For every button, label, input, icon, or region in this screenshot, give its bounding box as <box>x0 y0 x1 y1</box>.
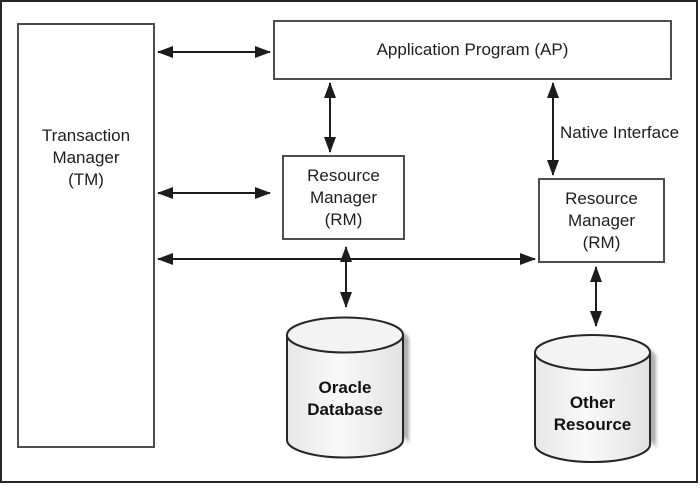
transaction-manager-box: Transaction Manager (TM) <box>17 23 155 448</box>
transaction-manager-line3: (TM) <box>68 170 104 189</box>
resource-manager-left-box: Resource Manager (RM) <box>282 155 405 240</box>
application-program-box: Application Program (AP) <box>273 20 672 80</box>
resource-manager-right-label: Resource Manager (RM) <box>565 188 638 254</box>
other-resource-cylinder-body <box>534 352 651 463</box>
other-resource-line2: Resource <box>553 415 632 434</box>
other-resource-cylinder <box>534 334 656 463</box>
resource-manager-left-line1: Resource <box>307 165 380 185</box>
resource-manager-left-label: Resource Manager (RM) <box>307 165 380 231</box>
resource-manager-left-line2: Manager <box>309 187 378 207</box>
oracle-database-cylinder <box>286 316 409 459</box>
native-interface-label: Native Interface <box>560 123 680 142</box>
resource-manager-right-line3: (RM) <box>582 232 621 252</box>
application-program-label: Application Program (AP) <box>376 40 569 59</box>
oracle-database-label: Oracle Database <box>287 377 403 421</box>
other-resource-cylinder-top <box>534 334 651 371</box>
other-resource-line1: Other <box>569 393 616 412</box>
resource-manager-left-line3: (RM) <box>324 209 363 229</box>
other-resource-label: Other Resource <box>534 392 651 436</box>
oracle-database-cylinder-body <box>286 335 404 459</box>
transaction-manager-line2: Manager <box>52 148 120 167</box>
resource-manager-right-line1: Resource <box>565 188 638 208</box>
oracle-database-cylinder-top <box>286 316 404 354</box>
resource-manager-right-box: Resource Manager (RM) <box>538 178 665 263</box>
transaction-manager-label: Transaction Manager (TM) <box>42 25 130 191</box>
resource-manager-right-line2: Manager <box>567 210 636 230</box>
transaction-manager-line1: Transaction <box>41 126 131 145</box>
oracle-database-line1: Oracle <box>318 378 372 397</box>
oracle-database-line2: Database <box>307 400 383 419</box>
arrow-group <box>157 46 602 327</box>
